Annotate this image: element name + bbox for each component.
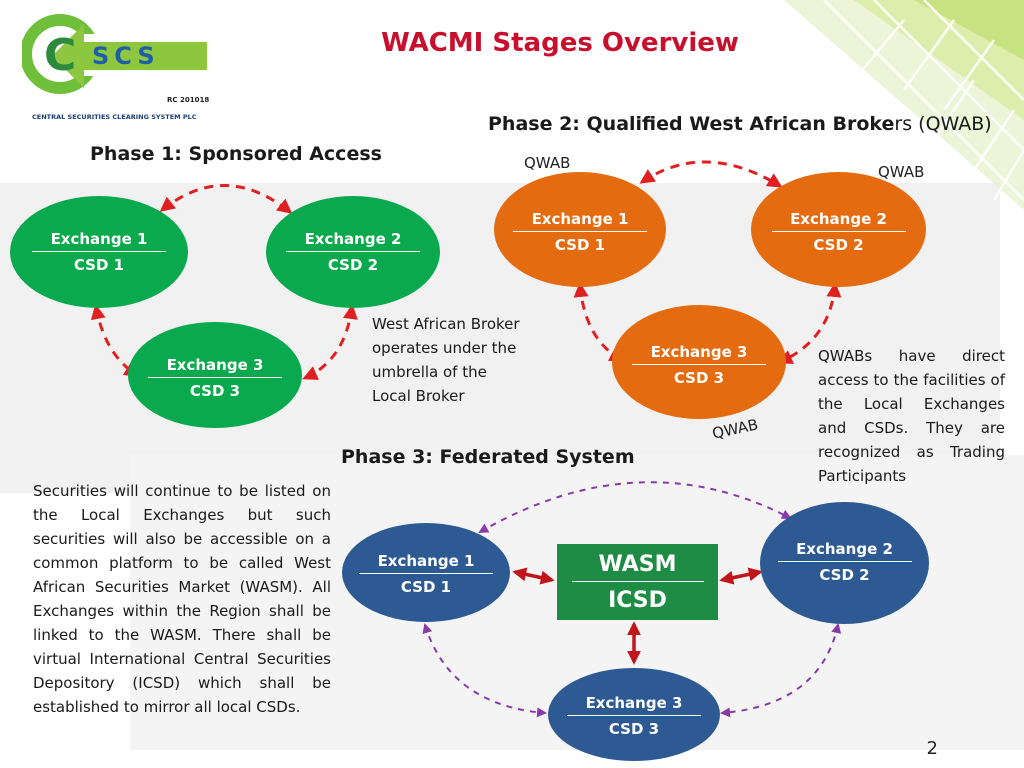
phase2-note: QWABs have direct access to the faciliti… bbox=[818, 347, 1005, 485]
p3-arrow-1-2 bbox=[478, 481, 792, 533]
phase1-heading: Phase 1: Sponsored Access bbox=[90, 143, 382, 165]
p2-arrow-2-3 bbox=[777, 282, 842, 365]
p2-arrow-1-2 bbox=[639, 160, 783, 188]
node-csd-label: CSD 2 bbox=[327, 256, 379, 274]
phase2-heading-main: Phase 2: Qualified West African Broke bbox=[488, 113, 895, 135]
cscs-logo: C SCS RC 201018 CENTRAL SECURITIES CLEAR… bbox=[22, 14, 209, 121]
svg-text:SCS: SCS bbox=[92, 42, 160, 70]
node-exchange-label: Exchange 1 bbox=[32, 230, 166, 252]
phase3-note: Securities will continue to be listed on… bbox=[33, 482, 331, 716]
page-title: WACMI Stages Overview bbox=[381, 28, 739, 58]
hub-wasm-label: WASM bbox=[571, 552, 704, 582]
node-exchange-label: Exchange 2 bbox=[777, 540, 912, 562]
phase3-node-2: Exchange 2 CSD 2 bbox=[760, 502, 929, 624]
phase1-node-2: Exchange 2 CSD 2 bbox=[266, 196, 440, 308]
phase2-node-2: Exchange 2 CSD 2 bbox=[751, 172, 926, 287]
node-exchange-label: Exchange 3 bbox=[148, 356, 282, 378]
phase1-note-line: operates under the bbox=[372, 339, 517, 357]
node-exchange-label: Exchange 2 bbox=[286, 230, 420, 252]
node-csd-label: CSD 1 bbox=[554, 236, 606, 254]
phase1-node-3: Exchange 3 CSD 3 bbox=[128, 322, 302, 428]
phase3-heading: Phase 3: Federated System bbox=[341, 446, 635, 468]
svg-text:RC 201018: RC 201018 bbox=[167, 96, 209, 104]
node-exchange-label: Exchange 2 bbox=[771, 210, 906, 232]
phase3-node-3: Exchange 3 CSD 3 bbox=[548, 668, 720, 761]
node-csd-label: CSD 3 bbox=[608, 720, 660, 738]
p1-arrow-2-3 bbox=[302, 304, 358, 380]
wasm-icsd-hub: WASM ICSD bbox=[557, 544, 718, 620]
p3-arrow-2-3 bbox=[720, 623, 842, 718]
phase1-note-line: Local Broker bbox=[372, 387, 465, 405]
phase3-node-1: Exchange 1 CSD 1 bbox=[342, 523, 510, 622]
phase1-node-1: Exchange 1 CSD 1 bbox=[10, 196, 188, 308]
p3-link-2-hub bbox=[719, 567, 763, 585]
p3-arrow-1-3 bbox=[422, 623, 547, 718]
hub-icsd-label: ICSD bbox=[608, 588, 667, 613]
node-csd-label: CSD 2 bbox=[813, 236, 864, 254]
qwab-label-2: QWAB bbox=[878, 163, 925, 181]
p3-link-1-hub bbox=[512, 567, 555, 585]
qwab-label-1: QWAB bbox=[524, 154, 571, 172]
page-number: 2 bbox=[926, 738, 938, 759]
node-csd-label: CSD 3 bbox=[673, 369, 725, 387]
node-csd-label: CSD 1 bbox=[73, 256, 125, 274]
node-csd-label: CSD 2 bbox=[819, 566, 870, 584]
node-csd-label: CSD 3 bbox=[189, 382, 241, 400]
node-exchange-label: Exchange 1 bbox=[359, 552, 493, 574]
node-exchange-label: Exchange 3 bbox=[567, 694, 701, 716]
svg-text:C: C bbox=[44, 30, 76, 81]
phase1-note-line: West African Broker bbox=[372, 315, 520, 333]
phase2-node-3: Exchange 3 CSD 3 bbox=[612, 305, 786, 419]
phase1-note-line: umbrella of the bbox=[372, 363, 487, 381]
decorative-grid bbox=[784, 0, 1024, 210]
phase2-node-1: Exchange 1 CSD 1 bbox=[494, 172, 666, 287]
node-exchange-label: Exchange 1 bbox=[513, 210, 647, 232]
phase1-note: West African Broker operates under the u… bbox=[372, 312, 552, 408]
svg-text:CENTRAL SECURITIES CLEARING SY: CENTRAL SECURITIES CLEARING SYSTEM PLC bbox=[32, 113, 197, 121]
node-exchange-label: Exchange 3 bbox=[632, 343, 766, 365]
phase2-heading-tail: rs (QWAB) bbox=[894, 113, 992, 135]
p1-arrow-1-2 bbox=[159, 184, 293, 214]
phase2-heading: Phase 2: Qualified West African Brokers … bbox=[488, 113, 992, 135]
node-csd-label: CSD 1 bbox=[400, 578, 452, 596]
